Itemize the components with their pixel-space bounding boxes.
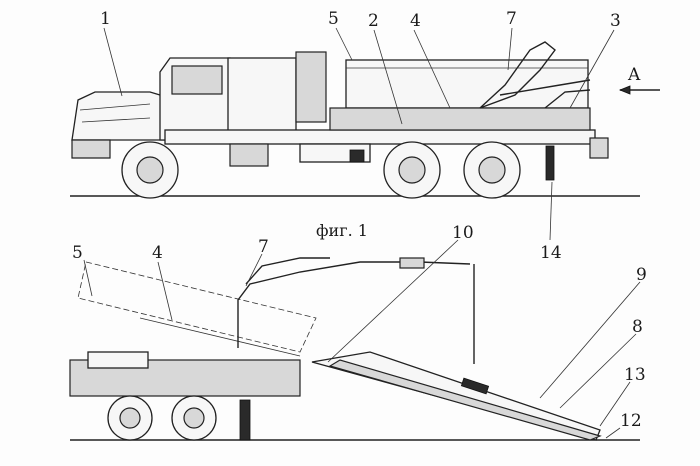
label-9: 9	[636, 265, 647, 285]
wheel-bottom-2	[171, 395, 217, 441]
wheel-mid	[383, 141, 441, 199]
leader-12	[605, 427, 621, 439]
leader-4-top	[413, 29, 451, 109]
ramp-lower	[328, 359, 602, 441]
figure-caption: фиг. 1	[316, 221, 368, 240]
leader-4-bottom	[157, 261, 173, 321]
crane-winch	[399, 257, 425, 269]
label-1: 1	[100, 9, 111, 29]
cab-window	[171, 65, 223, 95]
front-bumper	[71, 139, 111, 159]
truck-top-view: 1 5 2 4 7 3 14 A	[70, 9, 660, 263]
label-12: 12	[620, 411, 642, 431]
cab-rear-module	[227, 57, 297, 141]
fuel-tank	[229, 143, 269, 167]
truck-body-bottom	[69, 359, 301, 397]
truck-bottom-view: 5 4 7 10 9 8 13 12	[69, 223, 647, 441]
label-4-bottom: 4	[152, 243, 163, 263]
load-on-ramp	[460, 377, 490, 395]
label-4-top: 4	[410, 11, 421, 31]
leader-7-top	[507, 27, 513, 71]
container-base-line	[139, 317, 301, 357]
hood-grille-lines	[79, 103, 151, 123]
leader-10	[327, 239, 459, 363]
rear-outrigger	[545, 145, 555, 181]
view-marker: A	[627, 65, 641, 85]
label-3: 3	[610, 11, 621, 31]
crane-boom-bottom	[237, 261, 471, 348]
cab-hood	[71, 91, 166, 141]
leader-7-bottom	[245, 253, 263, 287]
label-5-top: 5	[328, 9, 339, 29]
exhaust-tank	[295, 51, 327, 123]
battery-box	[349, 149, 365, 163]
leader-1	[103, 27, 123, 97]
leader-8	[559, 333, 637, 409]
container-tilted	[77, 261, 317, 353]
leader-5-bottom	[83, 259, 93, 297]
label-14: 14	[540, 243, 562, 263]
loading-platform	[329, 107, 591, 131]
wheel-front	[121, 141, 179, 199]
outrigger-bottom	[239, 399, 251, 441]
crane-hook-arm	[544, 89, 591, 109]
crane-arm	[479, 41, 556, 109]
truck-cab-bottom	[87, 351, 149, 369]
crane-boom-upper	[245, 257, 330, 285]
label-10: 10	[452, 223, 474, 243]
leader-2	[373, 29, 403, 125]
label-5-bottom: 5	[72, 243, 83, 263]
container-body	[345, 59, 589, 109]
crane-boom-link	[499, 79, 591, 96]
leader-9	[539, 281, 641, 399]
leader-14	[549, 181, 553, 241]
chassis-frame	[164, 129, 596, 145]
leader-13	[599, 381, 631, 427]
label-8: 8	[632, 317, 643, 337]
view-arrow-head	[618, 85, 631, 95]
label-7-bottom: 7	[258, 237, 269, 257]
rear-lamp	[589, 137, 609, 159]
wheel-bottom-1	[107, 395, 153, 441]
wheel-rear	[463, 141, 521, 199]
label-7-top: 7	[506, 9, 517, 29]
label-2: 2	[368, 11, 379, 31]
leader-3	[569, 29, 615, 109]
label-13: 13	[624, 365, 646, 385]
leader-5-top	[335, 27, 353, 61]
